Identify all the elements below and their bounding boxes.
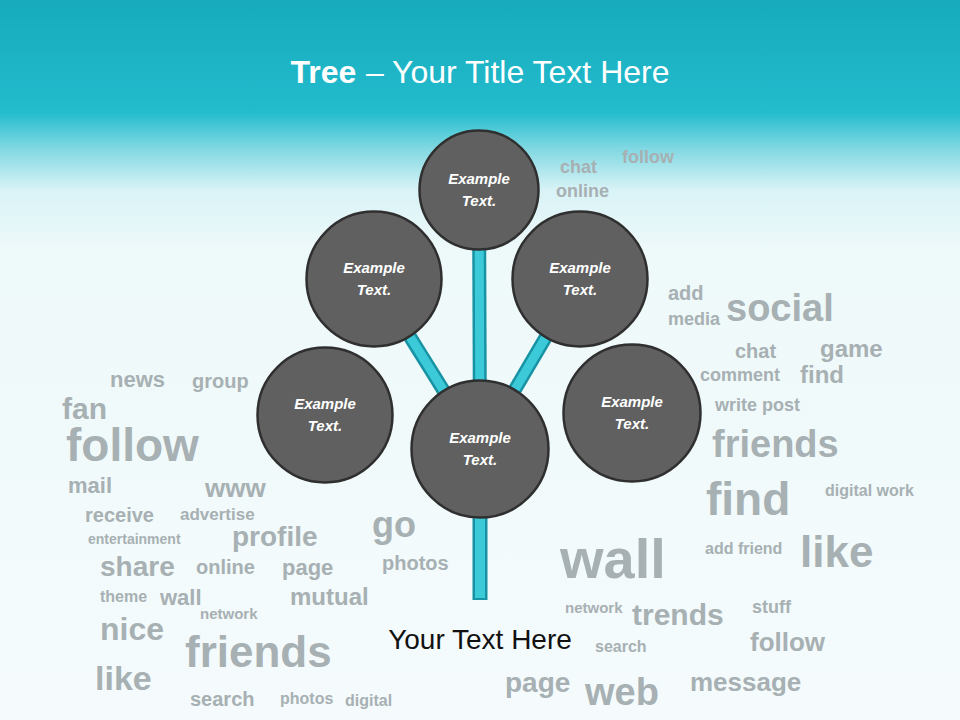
cloud-word: friends (185, 628, 332, 676)
circle-node: Example Text. (410, 379, 550, 519)
cloud-word: find (706, 474, 790, 525)
node-text: Example Text. (440, 427, 520, 472)
cloud-word: photos (382, 552, 449, 574)
circle-outline (564, 345, 701, 482)
circle-node: Example Text. (256, 346, 394, 484)
title-subtext: – Your Title Text Here (366, 54, 670, 90)
cloud-word: photos (280, 690, 333, 708)
trunk-fill (475, 515, 485, 598)
cloud-word: add friend (705, 540, 782, 558)
cloud-word: page (282, 556, 333, 580)
branch-outline (515, 338, 546, 390)
branch-outline (410, 337, 444, 391)
cloud-word: chat (560, 158, 597, 178)
cloud-word: digital work (825, 482, 914, 500)
cloud-word: go (372, 505, 416, 545)
cloud-word: wall (160, 586, 202, 610)
circle-outline (307, 212, 442, 347)
branch-fill (475, 250, 485, 380)
circle-outline (513, 212, 648, 347)
title-text: Tree (290, 54, 356, 90)
cloud-word: receive (85, 504, 154, 526)
cloud-word: wall (560, 528, 666, 590)
cloud-word: game (820, 336, 883, 362)
cloud-word: message (690, 668, 801, 697)
tree-branch (515, 338, 546, 390)
cloud-word: entertainment (88, 532, 181, 547)
cloud-word: like (800, 528, 873, 576)
cloud-word: comment (700, 366, 780, 386)
node-text: Example Text. (592, 391, 672, 436)
cloud-word: web (585, 672, 659, 714)
cloud-word: stuff (752, 598, 791, 618)
circle-content: Example Text. (410, 379, 550, 519)
cloud-word: profile (232, 522, 318, 553)
circle-shape (418, 129, 540, 251)
circle-content: Example Text. (511, 210, 649, 348)
cloud-word: follow (622, 148, 674, 168)
circle-outline (420, 131, 539, 250)
cloud-word: share (100, 552, 175, 583)
circle-shape (562, 343, 702, 483)
circle-outline (258, 348, 393, 483)
title-bar: Tree – Your Title Text Here (0, 54, 960, 91)
trunk-outline (473, 515, 488, 600)
node-text: Example Text. (285, 393, 365, 438)
cloud-word: like (95, 660, 152, 697)
node-text: Example Text. (439, 168, 519, 213)
circle-content: Example Text. (256, 346, 394, 484)
cloud-word: trends (632, 598, 724, 631)
cloud-word: online (196, 556, 255, 578)
cloud-word: news (110, 368, 165, 392)
cloud-word: add (668, 282, 704, 304)
circle-content: Example Text. (418, 129, 540, 251)
circle-shape (511, 210, 649, 348)
tree-branch (410, 337, 444, 391)
circle-node: Example Text. (511, 210, 649, 348)
cloud-word: follow (750, 628, 825, 657)
circle-node: Example Text. (562, 343, 702, 483)
node-text: Example Text. (540, 257, 620, 302)
cloud-word: media (668, 310, 720, 330)
branch-fill (410, 337, 444, 391)
cloud-word: mutual (290, 584, 369, 610)
cloud-word: search (595, 638, 647, 656)
cloud-word: search (190, 688, 255, 710)
circle-shape (256, 346, 394, 484)
cloud-word: friends (712, 424, 839, 466)
cloud-word: follow (66, 420, 199, 471)
circle-content: Example Text. (562, 343, 702, 483)
circle-node: Example Text. (305, 210, 443, 348)
caption-text: Your Text Here (388, 624, 572, 656)
cloud-word: nice (100, 612, 164, 647)
circle-shape (305, 210, 443, 348)
cloud-word: theme (100, 588, 147, 606)
circle-outline (412, 381, 549, 518)
cloud-word: chat (735, 340, 776, 362)
branch-fill (515, 338, 546, 390)
circle-shape (410, 379, 550, 519)
node-text: Example Text. (334, 257, 414, 302)
cloud-word: find (800, 362, 844, 388)
circle-content: Example Text. (305, 210, 443, 348)
cloud-word: social (726, 288, 834, 330)
cloud-word: write post (715, 396, 800, 416)
branch-outline (472, 250, 487, 380)
tree-branch (479, 250, 481, 380)
cloud-word: page (505, 668, 570, 699)
circle-node: Example Text. (418, 129, 540, 251)
cloud-word: network (200, 606, 258, 623)
cloud-word: network (565, 600, 623, 617)
cloud-word: mail (68, 474, 112, 498)
cloud-word: digital (345, 692, 392, 710)
cloud-word: online (556, 182, 609, 202)
cloud-word: group (192, 370, 249, 392)
cloud-word: www (205, 474, 266, 503)
